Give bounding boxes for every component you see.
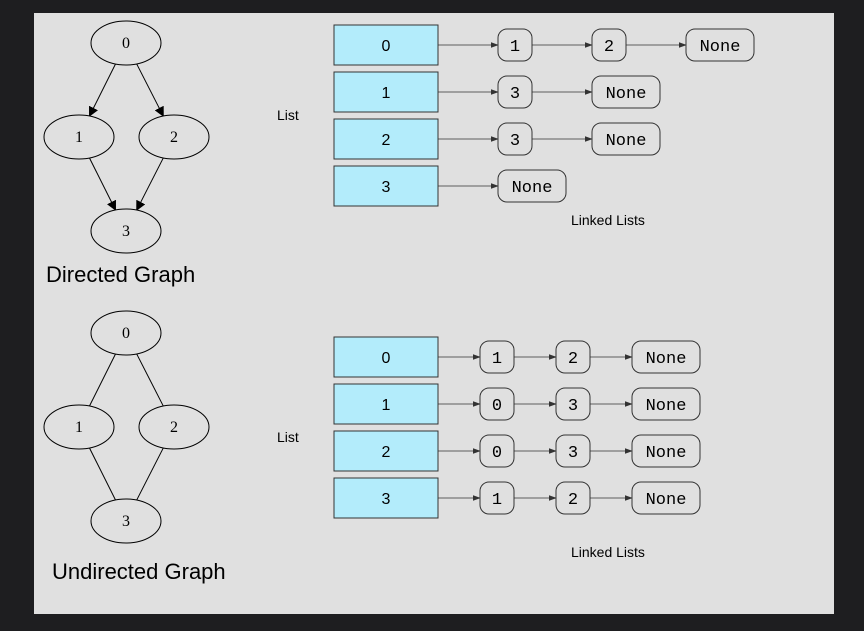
directed-list-cell-0-label: 0 [382, 38, 391, 55]
undirected-node-1: 1 [43, 404, 115, 450]
undirected-row-2-node-0-label: 0 [492, 444, 502, 463]
undirected-node-3-shape [90, 498, 162, 544]
undirected-row-2-node-2-label: None [646, 444, 687, 463]
undirected-row-0-node-0-label: 1 [492, 350, 502, 369]
directed-node-2-label: 2 [170, 129, 178, 146]
directed-graph: 0 1 2 3 [43, 20, 210, 254]
undirected-node-3: 3 [90, 498, 162, 544]
undirected-edge-0-1 [89, 353, 116, 407]
directed-row-0-node-2-label: None [700, 38, 741, 57]
directed-list-cell-1 [333, 71, 439, 113]
undirected-row-1-node-0-label: 0 [492, 397, 502, 416]
directed-node-0-label: 0 [122, 35, 130, 52]
directed-node-3-shape [90, 208, 162, 254]
directed-node-1-shape [43, 114, 115, 160]
directed-row-3: 3 None [333, 165, 567, 207]
undirected-list-cell-3-label: 3 [382, 491, 391, 508]
undirected-row-2: 2 0 3 None [333, 430, 701, 472]
directed-edge-0-2 [136, 63, 164, 117]
undirected-list-cell-2-label: 2 [382, 444, 391, 461]
undirected-row-1-node-2 [631, 387, 701, 421]
directed-node-1: 1 [43, 114, 115, 160]
directed-row-3-node-0-label: None [512, 179, 553, 198]
directed-row-1-node-0-label: 3 [510, 85, 520, 104]
undirected-list-cell-3 [333, 477, 439, 519]
undirected-list-cell-0-label: 0 [382, 350, 391, 367]
directed-node-2-shape [138, 114, 210, 160]
directed-linked-lists-label: Linked Lists [571, 212, 645, 228]
directed-node-2: 2 [138, 114, 210, 160]
undirected-row-3-node-2-label: None [646, 491, 687, 510]
undirected-edge-2-3 [136, 447, 164, 501]
undirected-graph: 0 1 2 3 [43, 310, 210, 544]
undirected-node-3-label: 3 [122, 513, 130, 530]
undirected-row-0-node-1-label: 2 [568, 350, 578, 369]
undirected-edge-0-2 [136, 353, 164, 407]
directed-list-cell-2 [333, 118, 439, 160]
directed-node-3: 3 [90, 208, 162, 254]
directed-row-1-node-1-label: None [606, 85, 647, 104]
undirected-row-3-node-0-label: 1 [492, 491, 502, 510]
undirected-row-3: 3 1 2 None [333, 477, 701, 519]
directed-row-2: 2 3 None [333, 118, 661, 160]
undirected-row-1-node-1-label: 3 [568, 397, 578, 416]
directed-row-3-node-0 [497, 169, 567, 203]
directed-row-0: 0 1 2 None [333, 24, 755, 66]
directed-node-0-shape [90, 20, 162, 66]
undirected-row-3-node-2 [631, 481, 701, 515]
directed-node-0: 0 [90, 20, 162, 66]
undirected-row-0-node-2-label: None [646, 350, 687, 369]
undirected-list-cell-1-label: 1 [382, 397, 391, 414]
undirected-node-0-shape [90, 310, 162, 356]
directed-list-cell-0 [333, 24, 439, 66]
undirected-row-0: 0 1 2 None [333, 336, 701, 378]
undirected-list-label: List [277, 429, 299, 445]
directed-edge-1-3 [89, 157, 116, 211]
undirected-row-0-node-2 [631, 340, 701, 374]
undirected-graph-caption: Undirected Graph [52, 559, 226, 584]
directed-row-2-node-0-label: 3 [510, 132, 520, 151]
undirected-row-1-node-2-label: None [646, 397, 687, 416]
undirected-linked-lists-label: Linked Lists [571, 544, 645, 560]
directed-row-0-node-1-label: 2 [604, 38, 614, 57]
directed-row-0-node-2 [685, 28, 755, 62]
undirected-node-2-label: 2 [170, 419, 178, 436]
directed-node-1-label: 1 [75, 129, 83, 146]
directed-edge-0-1 [89, 63, 116, 117]
undirected-node-0: 0 [90, 310, 162, 356]
directed-row-2-node-1 [591, 122, 661, 156]
undirected-row-2-node-1-label: 3 [568, 444, 578, 463]
undirected-row-1: 1 0 3 None [333, 383, 701, 425]
directed-row-1: 1 3 None [333, 71, 661, 113]
directed-list-label: List [277, 107, 299, 123]
undirected-list-cell-1 [333, 383, 439, 425]
undirected-row-2-node-2 [631, 434, 701, 468]
undirected-edge-1-3 [89, 447, 116, 501]
undirected-node-0-label: 0 [122, 325, 130, 342]
directed-node-3-label: 3 [122, 223, 130, 240]
undirected-node-2-shape [138, 404, 210, 450]
directed-row-0-node-0-label: 1 [510, 38, 520, 57]
undirected-node-2: 2 [138, 404, 210, 450]
directed-list-cell-1-label: 1 [382, 85, 391, 102]
directed-list-cell-3 [333, 165, 439, 207]
undirected-row-3-node-1-label: 2 [568, 491, 578, 510]
directed-row-1-node-1 [591, 75, 661, 109]
directed-graph-caption: Directed Graph [46, 262, 195, 287]
directed-list-cell-3-label: 3 [382, 179, 391, 196]
undirected-node-1-shape [43, 404, 115, 450]
directed-row-2-node-1-label: None [606, 132, 647, 151]
directed-list-cell-2-label: 2 [382, 132, 391, 149]
directed-edge-2-3 [136, 157, 164, 211]
undirected-node-1-label: 1 [75, 419, 83, 436]
